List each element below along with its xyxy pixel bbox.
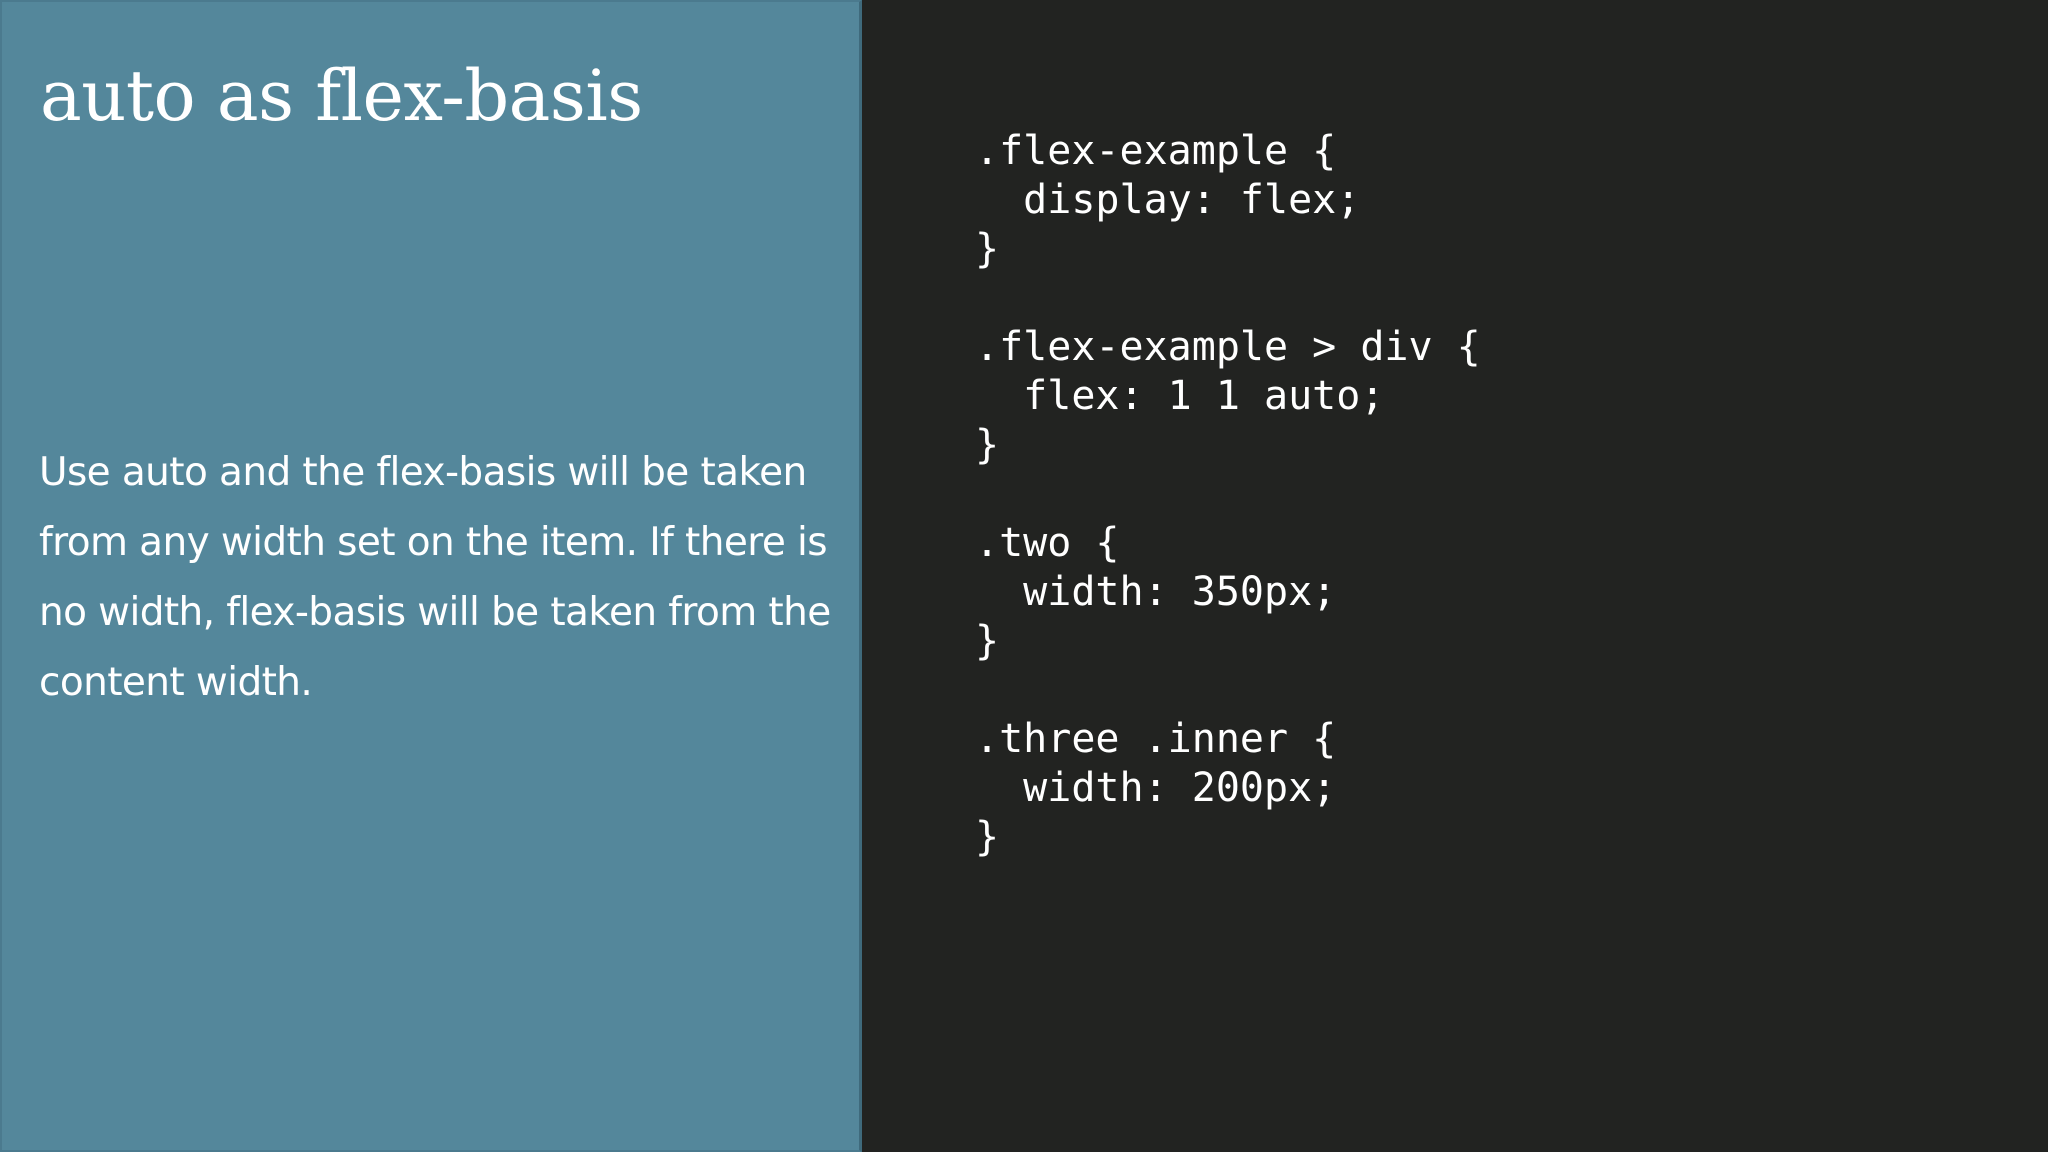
slide-title: auto as flex-basis bbox=[40, 55, 643, 137]
css-code-block: .flex-example { display: flex; } .flex-e… bbox=[975, 128, 1481, 860]
description-panel: auto as flex-basis Use auto and the flex… bbox=[0, 0, 862, 1152]
code-panel: .flex-example { display: flex; } .flex-e… bbox=[862, 0, 2048, 1152]
slide-body-text: Use auto and the flex-basis will be take… bbox=[39, 450, 831, 705]
